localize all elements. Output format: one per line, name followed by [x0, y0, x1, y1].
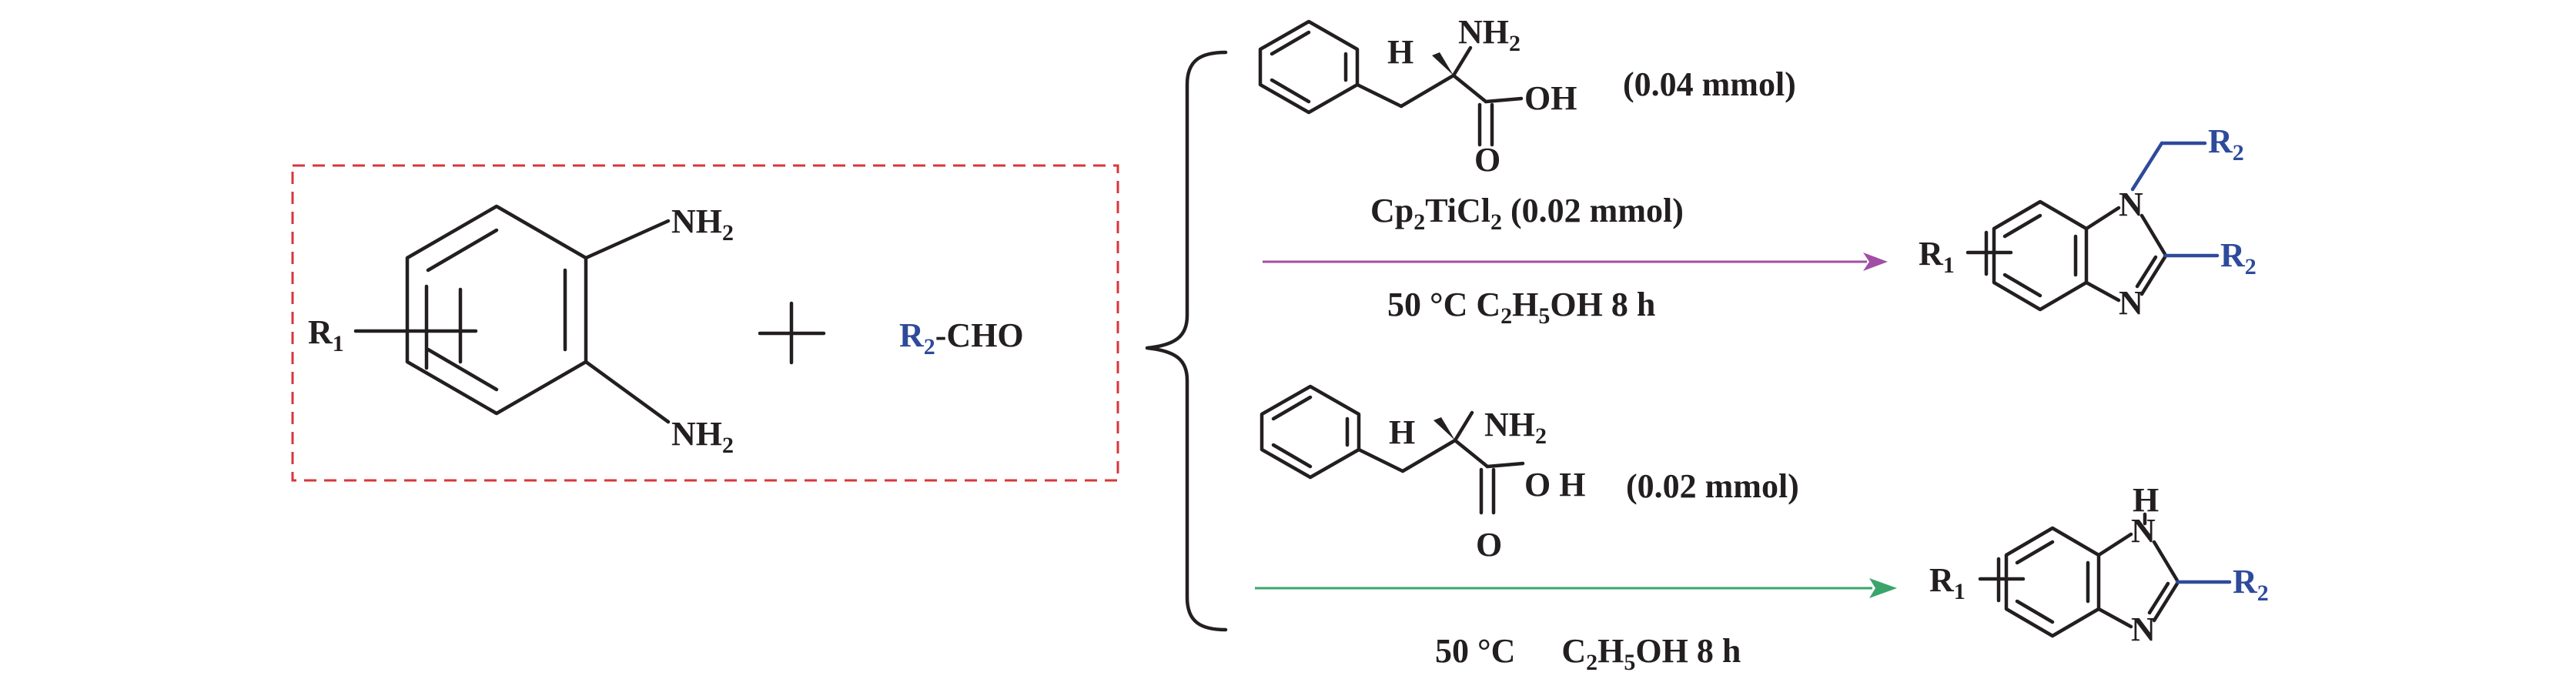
- upper-catalyst-structure: [1258, 19, 1524, 147]
- lower-catalyst-structure: [1260, 384, 1525, 515]
- lower-catalyst-oh: O H: [1524, 466, 1585, 503]
- lower-product-nh-h: H: [2133, 481, 2159, 519]
- lower-product-n1: N: [2131, 512, 2156, 550]
- lower-product-r1: R1: [1929, 561, 1965, 604]
- upper-product-n1: N: [2119, 186, 2143, 223]
- lower-product-structure: [1978, 512, 2232, 638]
- upper-catalyst-amount: (0.04 mmol): [1623, 65, 1796, 103]
- upper-reaction-arrow: [1263, 253, 1888, 271]
- lower-catalyst-o: O: [1476, 526, 1502, 564]
- upper-catalyst-h: H: [1387, 33, 1413, 71]
- lower-catalyst-h: H: [1389, 413, 1415, 451]
- reactant-box: [291, 164, 1119, 482]
- upper-cocatalyst: Cp2TiCl2 (0.02 mmol): [1370, 192, 1684, 235]
- upper-product-r1: R1: [1919, 235, 1955, 278]
- amine-label-top: NH2: [671, 202, 734, 246]
- lower-catalyst-amount: (0.02 mmol): [1626, 467, 1799, 505]
- lower-product-r2: R2: [2233, 563, 2269, 606]
- upper-catalyst-nh2: NH2: [1458, 13, 1521, 56]
- lower-product-n3: N: [2131, 610, 2156, 648]
- upper-product-n3: N: [2119, 284, 2143, 322]
- diamine-structure: [353, 204, 671, 424]
- amine-label-bottom: NH2: [671, 415, 734, 458]
- upper-conditions: 50 °C C2H5OH 8 h: [1387, 286, 1655, 329]
- plus-sign: [758, 301, 826, 365]
- upper-product-r2-top: R2: [2208, 122, 2244, 166]
- upper-product-r2-right: R2: [2220, 236, 2257, 279]
- upper-catalyst-oh: OH: [1524, 79, 1577, 117]
- upper-product-structure: [1965, 141, 2220, 312]
- lower-catalyst-nh2: NH2: [1484, 406, 1547, 449]
- upper-catalyst-o: O: [1474, 141, 1500, 179]
- branch-brace: [1145, 50, 1228, 632]
- r1-label: R1: [308, 313, 344, 356]
- aldehyde-label: R2-CHO: [899, 316, 1024, 360]
- lower-reaction-arrow: [1255, 578, 1897, 598]
